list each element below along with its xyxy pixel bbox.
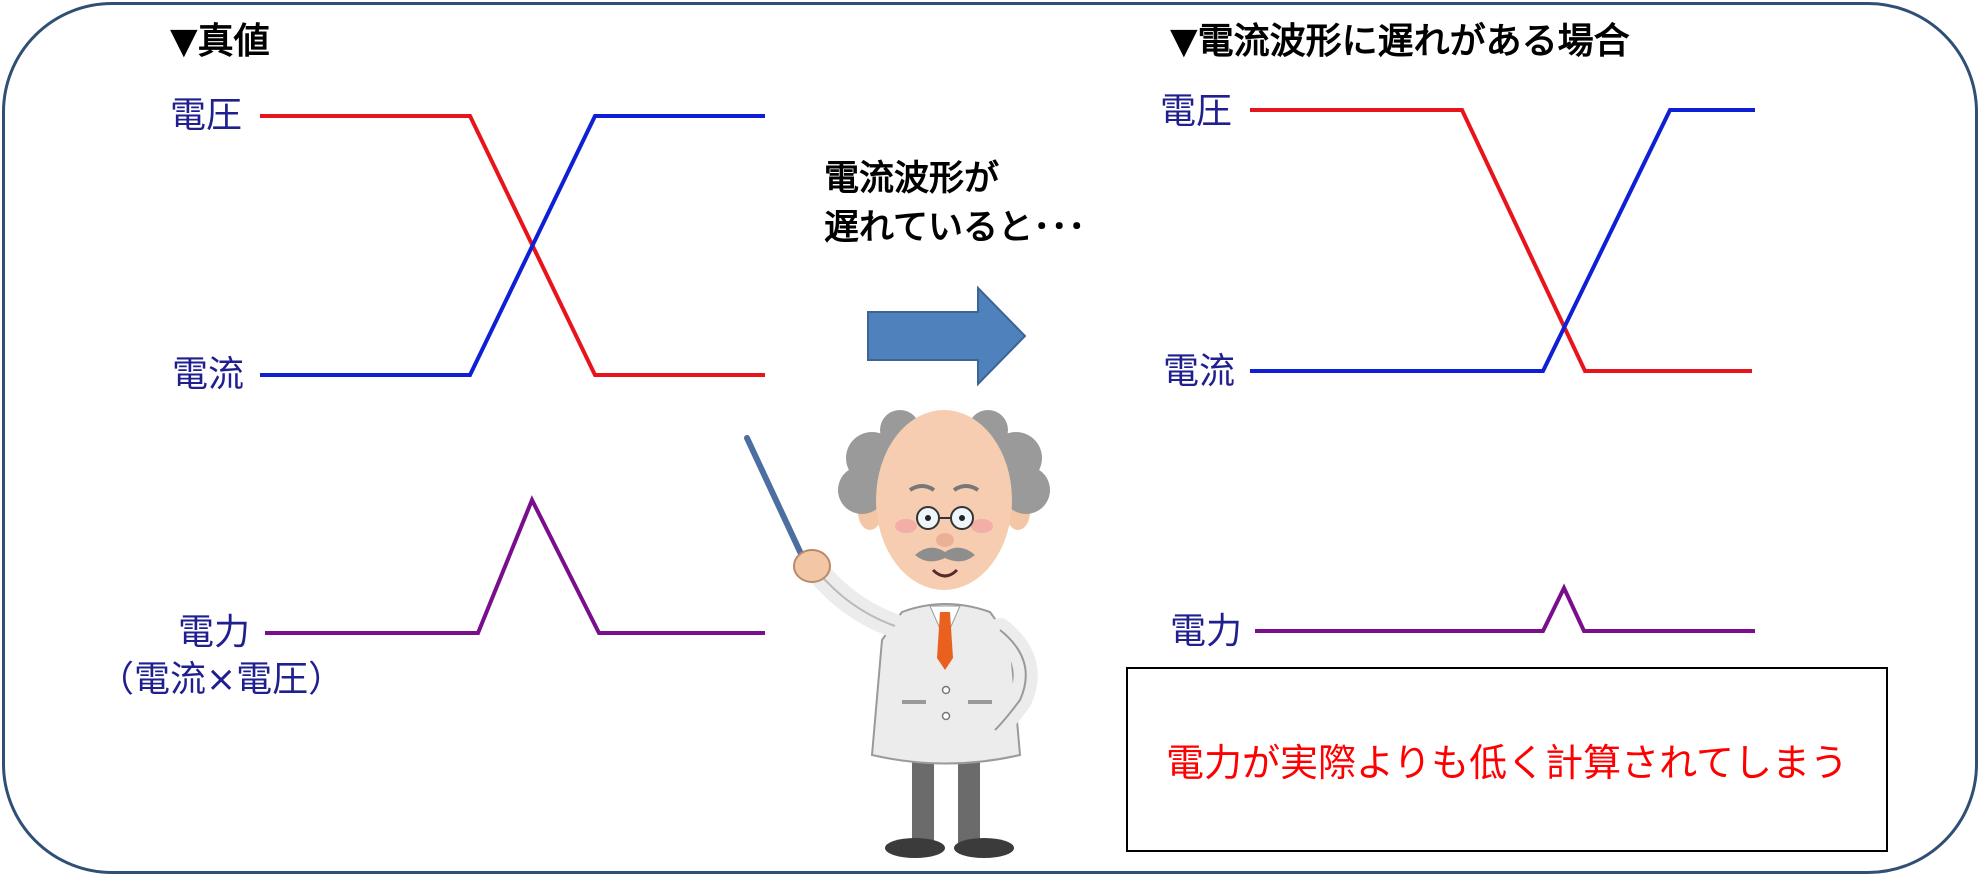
delay-note: 電流波形が 遅れていると･･･: [824, 155, 1085, 253]
result-box: 電力が実際よりも低く計算されてしまう: [1126, 667, 1888, 852]
right-arrow-icon: [867, 285, 1027, 387]
left-panel-title: ▼真値: [170, 21, 270, 62]
right-voltage-waveform: [1250, 108, 1752, 373]
left-voltage-waveform: [260, 114, 765, 377]
right-power-label: 電力: [1170, 611, 1243, 652]
left-power-sublabel: （電流×電圧）: [98, 659, 345, 700]
left-power-waveform: [265, 495, 765, 635]
left-current-waveform: [260, 114, 765, 377]
left-current-label: 電流: [172, 354, 245, 395]
right-power-waveform: [1255, 583, 1755, 633]
left-power-label: 電力: [178, 612, 251, 653]
right-panel-title: ▼電流波形に遅れがある場合: [1170, 21, 1630, 62]
professor-with-pointer-illustration: [744, 410, 1050, 858]
left-voltage-label: 電圧: [170, 95, 243, 136]
right-voltage-label: 電圧: [1160, 91, 1233, 132]
delay-note-line2: 遅れていると･･･: [824, 208, 1086, 248]
right-current-label: 電流: [1163, 351, 1236, 392]
right-current-waveform: [1250, 108, 1755, 373]
result-text: 電力が実際よりも低く計算されてしまう: [1165, 741, 1849, 785]
delay-note-line1: 電流波形が: [824, 159, 1000, 199]
